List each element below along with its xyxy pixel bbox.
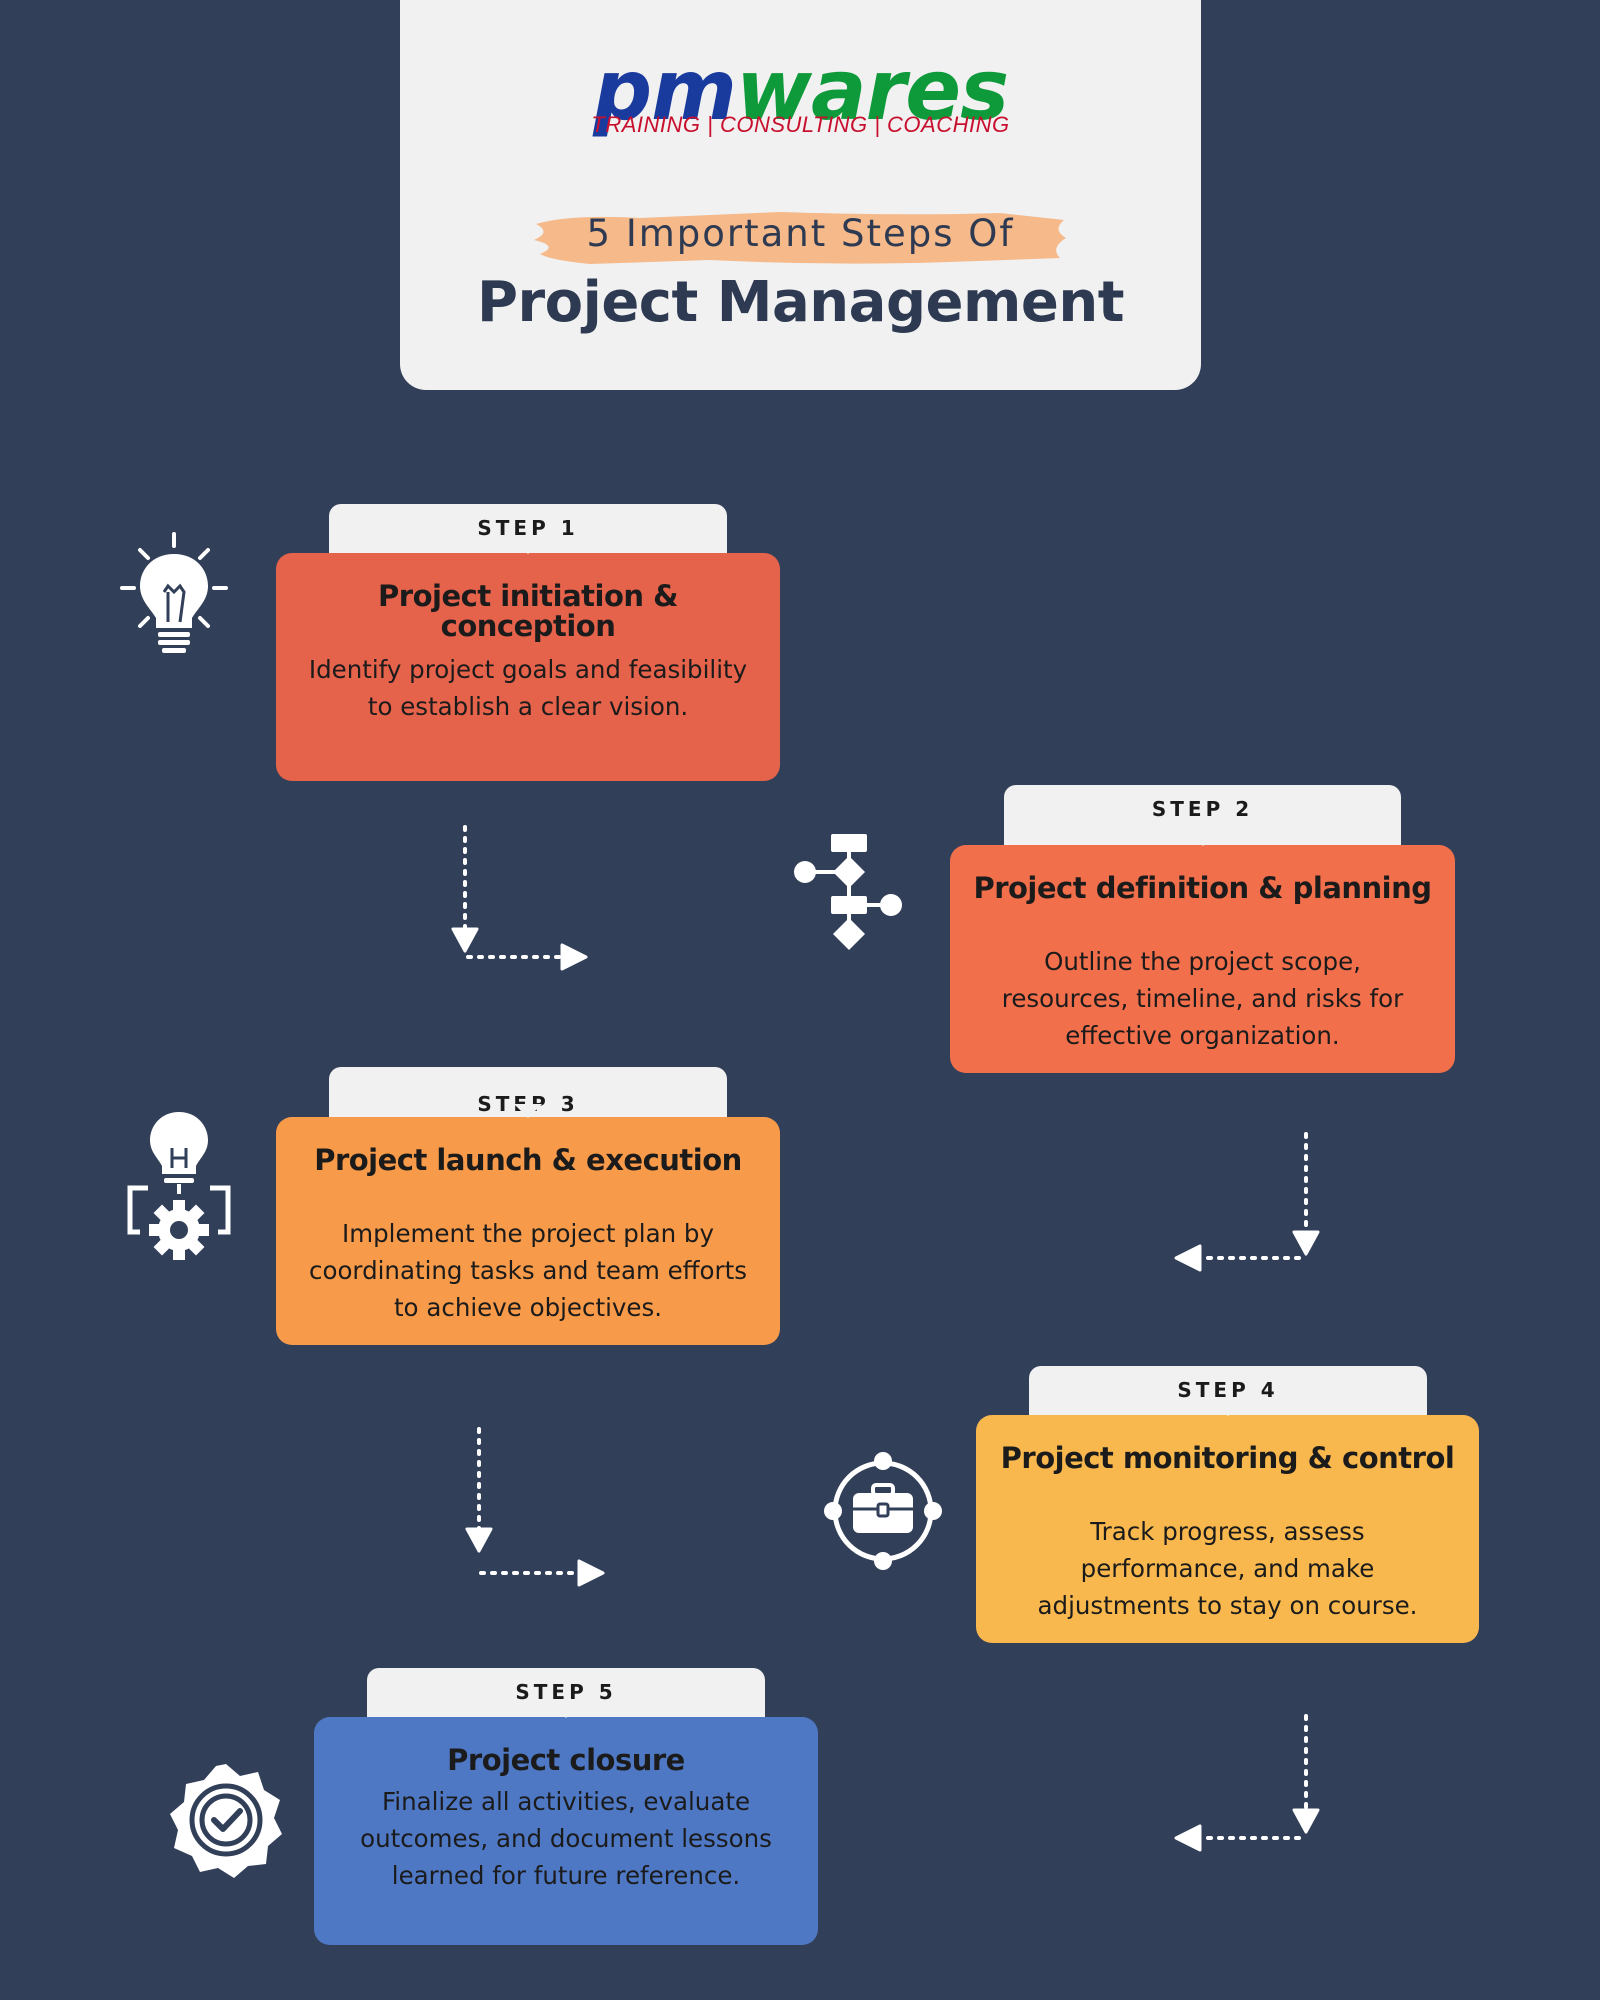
page-subtitle: 5 Important Steps Of <box>586 212 1015 255</box>
step-2-card: Project definition & planning Outline th… <box>950 832 1455 1073</box>
step-4-title: Project monitoring & control <box>1000 1441 1455 1475</box>
step-2-label: STEP 2 <box>1151 797 1254 821</box>
connector-arrow-4 <box>1174 1714 1320 1852</box>
step-4-description: Track progress, assess performance, and … <box>1037 1517 1418 1620</box>
brush-stroke-highlight <box>534 212 1066 264</box>
step-5-title: Project closure <box>447 1743 685 1777</box>
step-1-label: STEP 1 <box>477 516 579 540</box>
step-1-title: Project initiation & conception <box>378 579 678 643</box>
step-4-label: STEP 4 <box>1177 1378 1279 1402</box>
card-notch <box>1188 832 1217 846</box>
briefcase-network-icon <box>823 1451 943 1571</box>
logo: pmwares <box>400 42 1201 138</box>
step-5-card: Project closure Finalize all activities,… <box>314 1704 818 1945</box>
flowchart-icon <box>793 830 905 954</box>
step-3-description: Implement the project plan by coordinati… <box>308 1219 747 1322</box>
lightbulb-gear-icon <box>126 1108 232 1268</box>
card-notch <box>514 540 542 554</box>
step-2-title: Project definition & planning <box>973 871 1432 905</box>
step-5-description: Finalize all activities, evaluate outcom… <box>360 1787 772 1890</box>
connector-arrow-3 <box>465 1427 605 1587</box>
header-card: pmwares TRAINING | CONSULTING | COACHING… <box>400 0 1201 390</box>
step-1-description: Identify project goals and feasibility t… <box>308 655 748 721</box>
lightbulb-icon <box>118 530 230 660</box>
check-badge-icon <box>168 1762 284 1878</box>
connector-arrow-1 <box>451 825 588 971</box>
step-3-card: Project launch & execution Implement the… <box>276 1104 780 1345</box>
step-2-description: Outline the project scope, resources, ti… <box>1001 947 1404 1050</box>
logo-wordmark: pmwares <box>593 41 1009 139</box>
page-title: Project Management <box>477 270 1124 335</box>
step-1-card: Project initiation & conception Identify… <box>276 540 780 781</box>
step-3-title: Project launch & execution <box>314 1143 742 1177</box>
card-notch <box>552 1704 580 1718</box>
card-notch <box>514 1104 542 1118</box>
step-5-label: STEP 5 <box>515 1680 617 1704</box>
logo-tagline: TRAINING | CONSULTING | COACHING <box>591 112 1010 137</box>
card-notch <box>1213 1402 1242 1416</box>
step-4-card: Project monitoring & control Track progr… <box>976 1402 1479 1643</box>
connector-arrow-2 <box>1174 1132 1320 1272</box>
